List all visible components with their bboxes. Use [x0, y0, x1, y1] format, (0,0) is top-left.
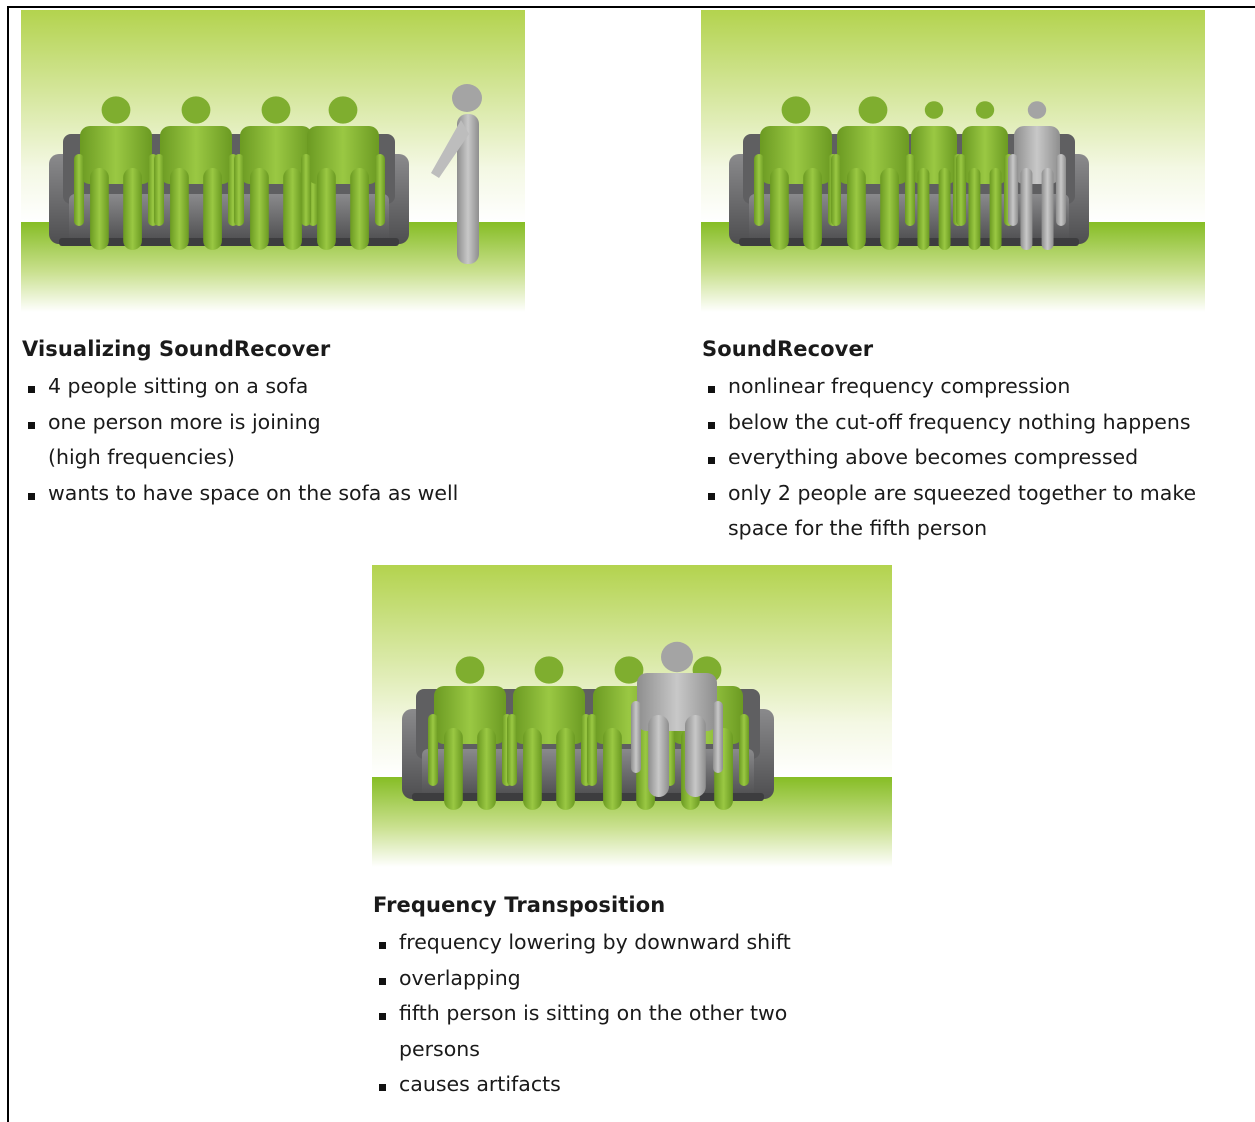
list-item-text: below the cut-off frequency nothing happ… [728, 409, 1191, 434]
fifth-person [1008, 101, 1066, 250]
panel-title: Frequency Transposition [373, 893, 666, 917]
frame-left-border [7, 6, 9, 1122]
seated-person [234, 96, 318, 250]
list-item-text: frequency lowering by downward shift [399, 930, 791, 954]
list-item: overlapping [373, 961, 791, 997]
bullet-list: nonlinear frequency compression below th… [702, 369, 1196, 547]
list-item-text: one person more is joining [48, 409, 321, 434]
seated-person [754, 96, 838, 250]
sofa-illustration-soundrecover [701, 10, 1205, 312]
list-item-text: overlapping [399, 965, 521, 990]
panel-title: Visualizing SoundRecover [22, 337, 331, 361]
list-item-text: everything above becomes compressed [728, 445, 1139, 469]
list-item: fifth person is sitting on the other two… [373, 996, 791, 1067]
frame-top-border [8, 6, 1255, 8]
list-item: frequency lowering by downward shift [373, 925, 791, 961]
overlapping-person [631, 641, 723, 797]
bullet-list: 4 people sitting on a sofa one person mo… [22, 369, 458, 511]
sofa-base [59, 238, 399, 246]
list-item-text: only 2 people are squeezed together to m… [728, 480, 1197, 505]
sofa-illustration-visualizing [21, 10, 525, 312]
list-item-text: 4 people sitting on a sofa [48, 374, 309, 398]
list-item-text: nonlinear frequency compression [728, 374, 1071, 398]
bullet-list: frequency lowering by downward shift ove… [373, 925, 791, 1103]
list-item: everything above becomes compressed [702, 440, 1196, 476]
list-item: causes artifacts [373, 1067, 791, 1103]
list-item-text: fifth person is sitting on the other two [399, 1001, 788, 1025]
list-item: 4 people sitting on a sofa [22, 369, 458, 405]
sofa-base [412, 793, 764, 801]
seated-person [831, 96, 915, 250]
seated-person [154, 96, 238, 250]
list-item: below the cut-off frequency nothing happ… [702, 405, 1196, 441]
list-item-text-cont: space for the fifth person [728, 516, 988, 540]
list-item-text-cont: persons [399, 1036, 480, 1061]
sofa-illustration-transposition [372, 565, 892, 867]
list-item: nonlinear frequency compression [702, 369, 1196, 405]
list-item-text: causes artifacts [399, 1072, 561, 1096]
compressed-person [956, 101, 1014, 250]
list-item: one person more is joining (high frequenc… [22, 405, 458, 476]
list-item-text-cont: (high frequencies) [48, 445, 235, 469]
list-item: wants to have space on the sofa as well [22, 476, 458, 512]
standing-person [431, 84, 482, 264]
panel-title: SoundRecover [702, 337, 874, 361]
list-item: only 2 people are squeezed together to m… [702, 476, 1196, 547]
list-item-text: wants to have space on the sofa as well [48, 480, 459, 505]
seated-person [301, 96, 385, 250]
